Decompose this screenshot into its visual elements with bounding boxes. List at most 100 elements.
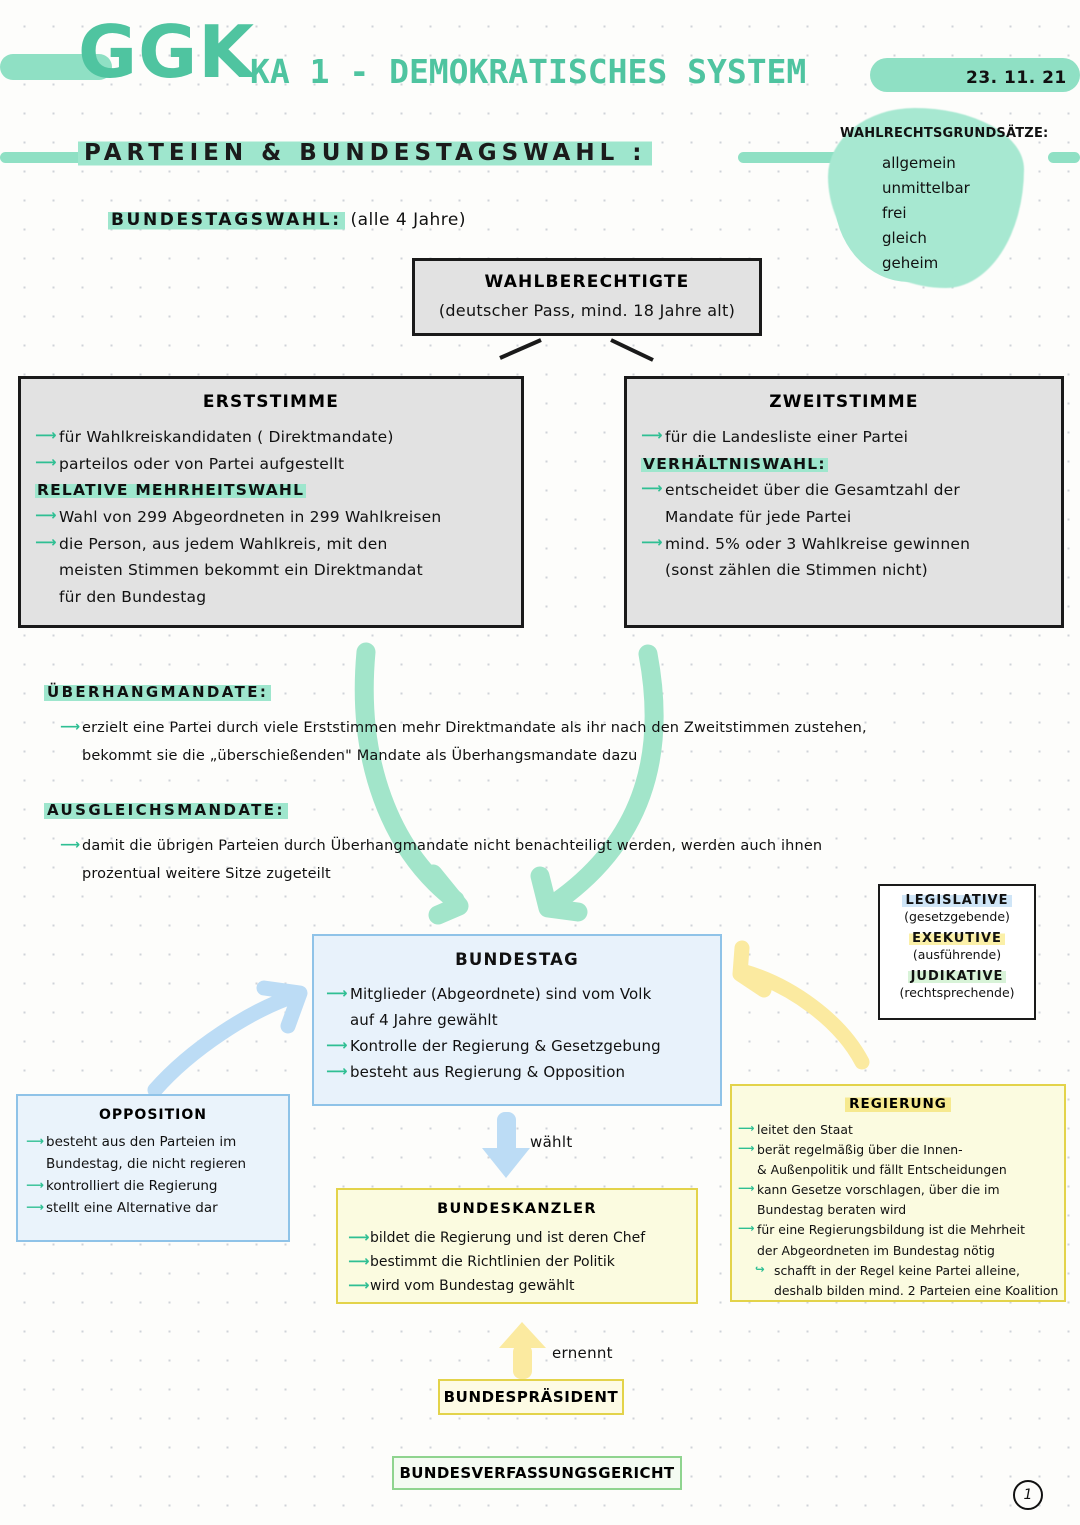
- list-item-text: mind. 5% oder 3 Wahlkreise gewinnen: [665, 534, 971, 553]
- section-right-accent-bar: [738, 152, 868, 163]
- ueberhangmandate-heading: ÜBERHANGMANDATE:: [44, 682, 272, 702]
- course-logo: GGK: [78, 10, 255, 94]
- list-item: ⟶die Person, aus jedem Wahlkreis, mit de…: [35, 531, 521, 558]
- list-item-text: parteilos oder von Partei aufgestellt: [59, 454, 345, 473]
- erststimme-subheading: RELATIVE MEHRHEITSWAHL: [35, 477, 521, 504]
- wahlberechtigte-subtitle: (deutscher Pass, mind. 18 Jahre alt): [438, 301, 736, 320]
- subsection-heading-highlight: BUNDESTAGSWAHL:: [108, 209, 345, 231]
- page-number: 1: [1013, 1480, 1043, 1510]
- gewalt-judikative: JUDIKATIVE (rechtsprechende): [880, 969, 1034, 1000]
- bundeskanzler-box: BUNDESKANZLER ⟶bildet die Regierung und …: [336, 1188, 698, 1304]
- zweitstimme-list: ⟶für die Landesliste einer Partei VERHÄL…: [641, 424, 1061, 584]
- list-item-text: damit die übrigen Parteien durch Überhan…: [82, 838, 823, 854]
- gewalt-description: (gesetzgebende): [904, 909, 1010, 924]
- list-item: ⟶parteilos oder von Partei aufgestellt: [35, 451, 521, 478]
- bundesverfassungsgericht-title: BUNDESVERFASSUNGSGERICHT: [399, 1464, 675, 1482]
- list-item: ⟶kontrolliert die Regierung: [26, 1176, 288, 1198]
- list-item-text: stellt eine Alternative dar: [46, 1199, 218, 1216]
- list-item-text: besteht aus den Parteien im: [46, 1134, 237, 1150]
- list-item: ⟶für Wahlkreiskandidaten ( Direktmandate…: [35, 424, 521, 451]
- list-item-text: für eine Regierungsbildung ist die Mehrh…: [757, 1222, 1025, 1238]
- erststimme-subheading-text: RELATIVE MEHRHEITSWAHL: [35, 481, 307, 500]
- gewalt-name: JUDIKATIVE: [880, 969, 1034, 984]
- list-item: ⟶bestimmt die Richtlinien der Politik: [348, 1250, 696, 1274]
- page-header: GGK KA 1 - DEMOKRATISCHES SYSTEM 23. 11.…: [0, 10, 1080, 96]
- list-item: ⟶besteht aus den Parteien im: [26, 1132, 288, 1154]
- zweitstimme-subheading-text: VERHÄLTNISWAHL:: [641, 454, 828, 473]
- list-item: allgemein: [882, 154, 956, 172]
- list-item: ⟶besteht aus Regierung & Opposition: [326, 1059, 720, 1085]
- arrow-bullet-icon: ⟶: [60, 719, 81, 735]
- gewaltenteilung-box: LEGISLATIVE (gesetzgebende) EXEKUTIVE (a…: [878, 884, 1036, 1020]
- arrow-bullet-icon: ⟶: [738, 1141, 755, 1156]
- list-item-text: für Wahlkreiskandidaten ( Direktmandate): [59, 428, 394, 446]
- list-item-text: bestimmt die Richtlinien der Politik: [370, 1254, 615, 1271]
- gewalt-name: LEGISLATIVE: [880, 893, 1034, 908]
- gewalt-name-text: LEGISLATIVE: [902, 893, 1012, 908]
- wahlrechtsgrundsaetze-title: WAHLRECHTSGRUNDSÄTZE:: [840, 126, 1049, 141]
- arrow-bullet-icon: ⟶: [348, 1276, 370, 1295]
- list-item: frei: [882, 204, 907, 222]
- list-item-continuation: auf 4 Jahre gewählt: [350, 1011, 498, 1030]
- list-item-text: die Person, aus jedem Wahlkreis, mit den: [59, 534, 388, 553]
- list-item: unmittelbar: [882, 179, 970, 197]
- arrow-bullet-icon: ⟶: [641, 479, 663, 498]
- arrow-bullet-icon: ⟶: [641, 532, 663, 551]
- list-item-text: für die Landesliste einer Partei: [665, 428, 909, 446]
- list-item: ⟶kann Gesetze vorschlagen, über die im: [738, 1180, 1064, 1200]
- list-item: ⟶stellt eine Alternative dar: [26, 1198, 288, 1220]
- ueberhangmandate-block: ÜBERHANGMANDATE: ⟶erzielt eine Partei du…: [44, 682, 1064, 771]
- list-item: gleich: [882, 229, 927, 247]
- connector-label-ernennt: ernennt: [552, 1344, 613, 1362]
- connector-label-waehlt: wählt: [530, 1133, 573, 1151]
- regierung-title-text: REGIERUNG: [845, 1095, 951, 1113]
- arrow-bullet-icon: ⟶: [641, 426, 663, 444]
- list-item: ⟶damit die übrigen Parteien durch Überha…: [60, 832, 1064, 860]
- list-item: ⟶für die Landesliste einer Partei: [641, 424, 1061, 451]
- list-item-continuation: prozentual weitere Sitze zugeteilt: [82, 866, 331, 883]
- arrow-bullet-icon: ⟶: [35, 426, 57, 444]
- bundespraesident-box: BUNDESPRÄSIDENT: [438, 1379, 624, 1415]
- arrow-bullet-icon: ⟶: [738, 1181, 755, 1196]
- wahlrechtsgrundsaetze-list: allgemein unmittelbar frei gleich geheim: [882, 156, 970, 281]
- list-item-text: entscheidet über die Gesamtzahl der: [665, 481, 960, 500]
- arrow-bullet-icon: ⟶: [348, 1252, 370, 1271]
- list-item: ⟶mind. 5% oder 3 Wahlkreise gewinnen: [641, 531, 1061, 558]
- zweitstimme-title: ZWEITSTIMME: [769, 392, 919, 412]
- gewalt-description: (rechtsprechende): [899, 985, 1015, 1000]
- list-item-continuation: Bundestag, die nicht regieren: [46, 1155, 247, 1172]
- header-date-highlight-bar: [870, 58, 1080, 92]
- arrow-bullet-icon: ⟶: [35, 532, 57, 551]
- arrow-bullet-icon: ⟶: [326, 1036, 348, 1055]
- erststimme-title: ERSTSTIMME: [202, 392, 340, 412]
- arrow-bullet-icon: ⟶: [26, 1133, 44, 1148]
- list-item-continuation: & Außenpolitik und fällt Entscheidungen: [757, 1162, 1007, 1178]
- list-item: ⟶erzielt eine Partei durch viele Erststi…: [60, 714, 1064, 742]
- list-item-continuation: für den Bundestag: [59, 587, 207, 606]
- ausgleichsmandate-list: ⟶damit die übrigen Parteien durch Überha…: [60, 832, 1064, 889]
- wahlberechtigte-title: WAHLBERECHTIGTE: [484, 272, 690, 292]
- gewalt-name-text: EXEKUTIVE: [909, 931, 1005, 946]
- header-left-accent-bar: [0, 54, 112, 80]
- bundeskanzler-title: BUNDESKANZLER: [437, 1201, 597, 1217]
- list-item-text: leitet den Staat: [757, 1122, 853, 1137]
- regierung-list: ⟶leitet den Staat ⟶berät regelmäßig über…: [738, 1120, 1064, 1301]
- zweitstimme-subheading: VERHÄLTNISWAHL:: [641, 451, 1061, 478]
- bundestag-list: ⟶Mitglieder (Abgeordnete) sind vom Volk …: [326, 981, 720, 1085]
- ausgleichsmandate-heading: AUSGLEICHSMANDATE:: [44, 800, 288, 820]
- subsection-heading-rest: (alle 4 Jahre): [344, 210, 466, 230]
- list-item-continuation: bekommt sie die „überschießenden" Mandat…: [82, 748, 638, 765]
- list-item: ⟶bildet die Regierung und ist deren Chef: [348, 1226, 696, 1250]
- list-item-text: Wahl von 299 Abgeordneten in 299 Wahlkre…: [59, 507, 442, 526]
- list-item-text: wird vom Bundestag gewählt: [370, 1278, 575, 1295]
- gewalt-exekutive: EXEKUTIVE (ausführende): [880, 931, 1034, 962]
- erststimme-list: ⟶für Wahlkreiskandidaten ( Direktmandate…: [35, 424, 521, 611]
- wahlberechtigte-box: WAHLBERECHTIGTE (deutscher Pass, mind. 1…: [412, 258, 762, 336]
- list-item-continuation: meisten Stimmen bekommt ein Direktmandat: [59, 561, 423, 580]
- list-item-text: kontrolliert die Regierung: [46, 1177, 218, 1194]
- erststimme-box: ERSTSTIMME ⟶für Wahlkreiskandidaten ( Di…: [18, 376, 524, 628]
- list-item-continuation: der Abgeordneten im Bundestag nötig: [757, 1242, 995, 1258]
- list-item-continuation: Bundestag beraten wird: [757, 1202, 907, 1218]
- list-item-text: Mitglieder (Abgeordnete) sind vom Volk: [350, 985, 652, 1003]
- gewalt-description: (ausführende): [912, 947, 1002, 962]
